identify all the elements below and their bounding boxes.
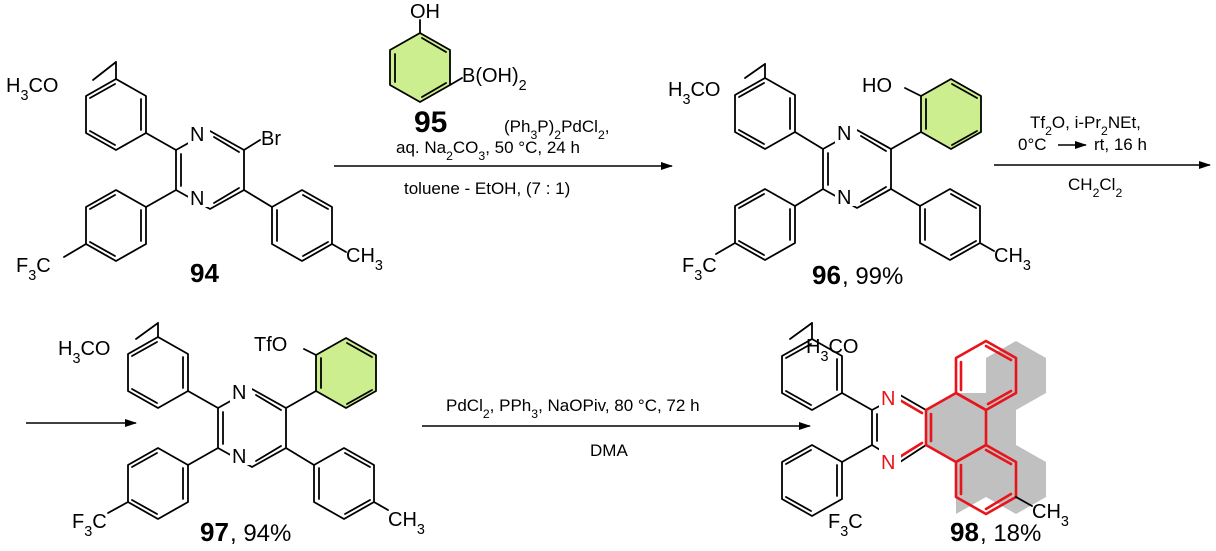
methyl-label: CH3 <box>1032 501 1069 530</box>
ring-nitrogen-top: N <box>190 124 204 146</box>
ring-nitrogen-top: N <box>837 123 851 145</box>
trifluoromethyl-label: F3C <box>828 511 863 540</box>
trifluoromethyl-label: F3C <box>682 255 717 284</box>
triflation-reagents: Tf2O, i-Pr2NEt, <box>1030 113 1141 138</box>
temperature-end: rt, 16 h <box>1094 135 1147 154</box>
phenol-ring <box>389 32 451 103</box>
methoxyphenyl-ring <box>781 338 843 411</box>
yield-98: , 18% <box>980 520 1041 547</box>
methoxy-label: H3CO <box>806 336 858 365</box>
reaction-step-1: (Ph3P)2PdCl2, aq. Na2CO3, 50 °C, 24 h to… <box>334 117 673 198</box>
compound-97: N N TfO H3CO F3C CH3 97 , 9 <box>58 322 425 547</box>
hydroxy-label: HO <box>862 75 892 97</box>
yield-97: , 94% <box>230 520 291 547</box>
compound-95: OH B(OH)2 95 <box>389 1 527 139</box>
methoxyphenyl-ring <box>85 78 147 151</box>
ring-nitrogen-bottom: N <box>190 188 204 210</box>
trifluoromethylphenyl-ring <box>734 188 796 261</box>
ring-nitrogen-bottom: N <box>232 446 246 468</box>
hydroxyphenyl-ring <box>920 78 982 150</box>
solvent-label: toluene - EtOH, (7 : 1) <box>404 179 570 198</box>
tolyl-ring <box>271 189 333 262</box>
trifluoromethyl-label: F3C <box>72 511 107 540</box>
compound-number-97: 97 <box>200 517 229 547</box>
compound-number-94: 94 <box>190 258 219 288</box>
triflyloxyphenyl-ring <box>315 337 377 409</box>
ring-nitrogen-top: N <box>881 388 895 410</box>
compound-94: N N Br H3CO F3C CH3 94 <box>6 61 383 288</box>
bromo-label: Br <box>261 128 281 150</box>
hydroxy-label: OH <box>410 1 440 23</box>
methoxyphenyl-ring <box>127 336 189 409</box>
methoxy-label: H3CO <box>668 79 720 108</box>
compound-number-98: 98 <box>950 517 979 547</box>
trifluoromethylphenyl-ring <box>85 189 147 262</box>
trifluoromethyl-label: F3C <box>16 255 51 284</box>
annulation-conditions: PdCl2, PPh3, NaOPiv, 80 °C, 72 h <box>446 396 700 421</box>
methoxy-label: H3CO <box>6 75 58 104</box>
compound-number-95: 95 <box>414 106 447 139</box>
methyl-label: CH3 <box>346 245 383 274</box>
ring-nitrogen-bottom: N <box>837 187 851 209</box>
ring-nitrogen-bottom: N <box>881 452 895 474</box>
methyl-label: CH3 <box>388 509 425 538</box>
tolyl-ring <box>313 447 375 520</box>
solvent-label-2: CH2Cl2 <box>1068 175 1122 200</box>
triflate-label: TfO <box>254 334 287 356</box>
temperature-start: 0°C <box>1018 135 1047 154</box>
reaction-step-3: PdCl2, PPh3, NaOPiv, 80 °C, 72 h DMA <box>422 396 811 460</box>
compound-number-96: 96 <box>812 260 841 290</box>
methoxy-label: H3CO <box>58 338 110 367</box>
compound-96: N N HO H3CO F3C CH3 96 , 99 <box>668 63 1031 290</box>
methoxyphenyl-ring <box>734 77 796 150</box>
trifluoromethylphenyl-ring <box>127 447 189 520</box>
boronic-acid-label: B(OH)2 <box>462 65 527 94</box>
yield-96: , 99% <box>842 263 903 290</box>
tolyl-ring <box>919 188 981 261</box>
base-conditions: aq. Na2CO3, 50 °C, 24 h <box>396 138 580 163</box>
solvent-label-3: DMA <box>590 441 628 460</box>
reaction-step-2: Tf2O, i-Pr2NEt, 0°C rt, 16 h CH2Cl2 <box>994 113 1211 200</box>
trifluoromethylphenyl-ring <box>781 444 843 517</box>
top-benzo-ring <box>954 339 1018 412</box>
methyl-label: CH3 <box>994 245 1031 274</box>
compound-98: N N CH3 H3CO F3C 98 , 18% <box>781 322 1069 547</box>
catalyst-label: (Ph3P)2PdCl2, <box>504 117 610 142</box>
ring-nitrogen-top: N <box>232 382 246 404</box>
